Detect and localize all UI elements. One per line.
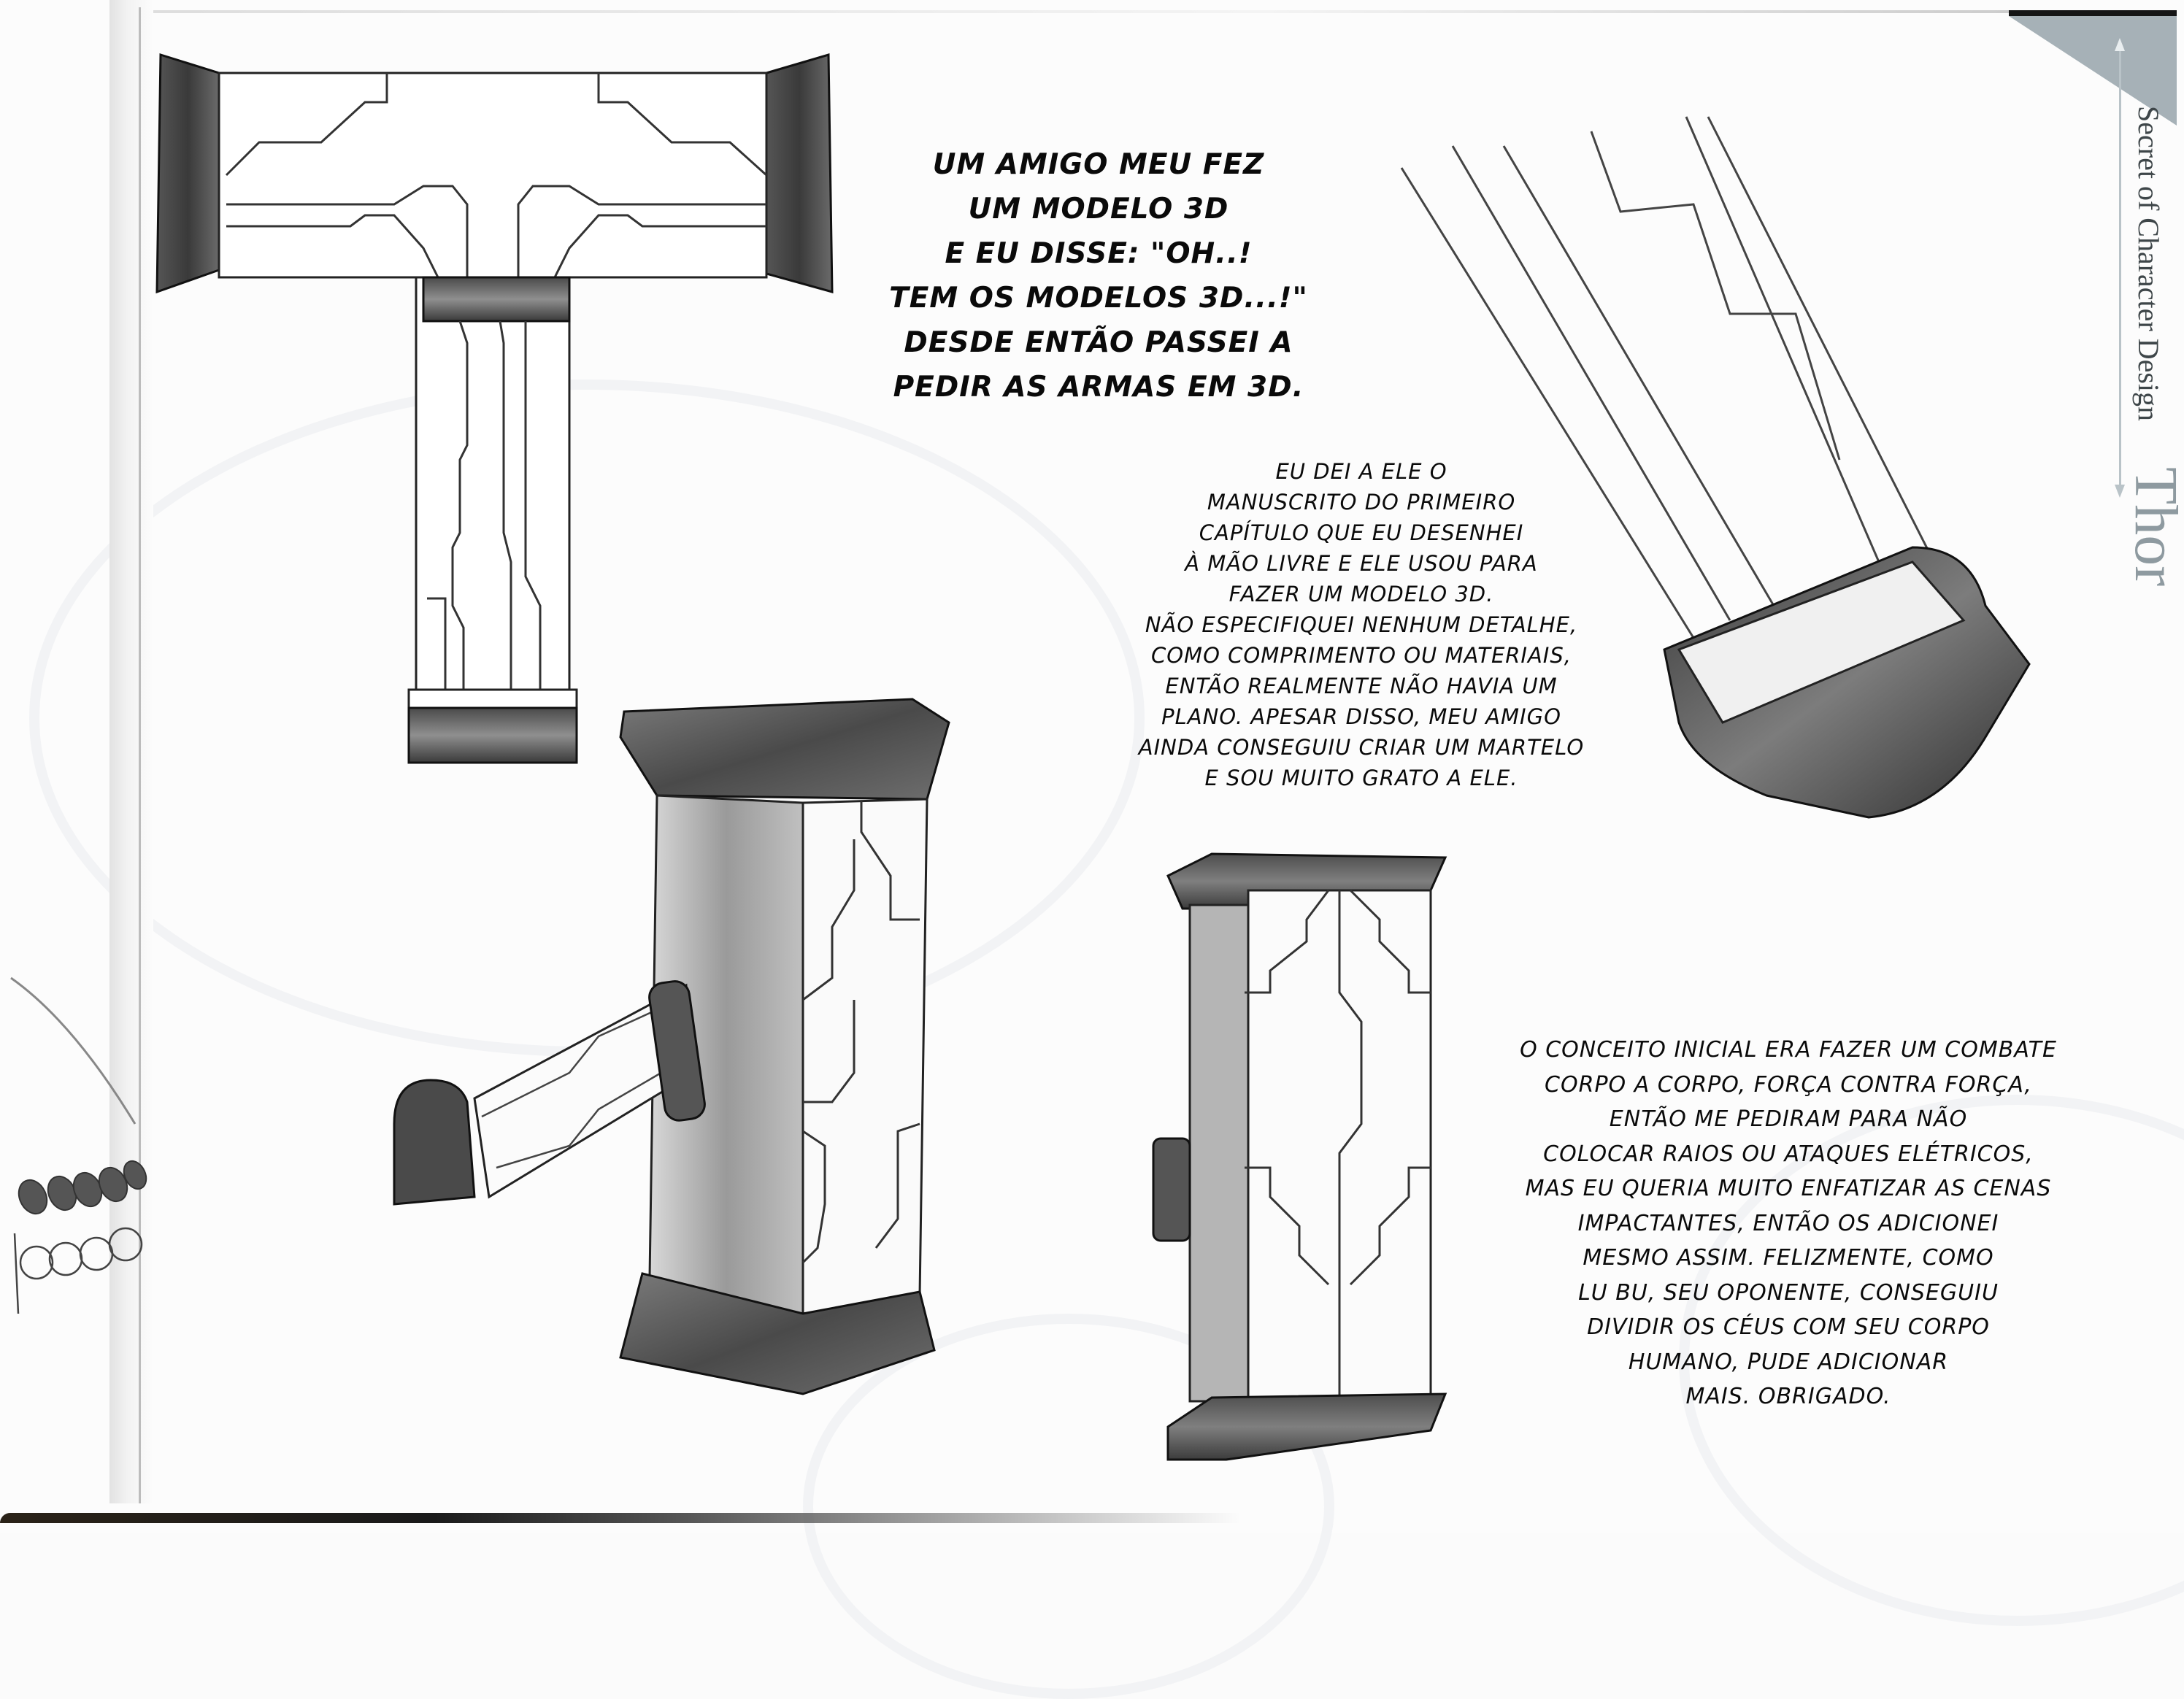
hammer-front-view <box>155 53 834 764</box>
crowd-sketch <box>10 976 147 1314</box>
corner-tab-bar <box>2009 10 2177 16</box>
hammer-perspective-view <box>393 698 950 1395</box>
header-rule-line <box>2119 44 2121 489</box>
caption-manuscript: EU DEI A ELE O MANUSCRITO DO PRIMEIRO CA… <box>1138 459 1585 790</box>
page-top-edge <box>124 10 2022 13</box>
hammer-handle-closeup <box>1400 116 2031 819</box>
hammer-side-view <box>1152 852 1447 1461</box>
arrow-up-icon <box>2115 38 2125 51</box>
caption-3d-model: UM AMIGO MEU FEZ UM MODELO 3D E EU DISSE… <box>889 148 1308 404</box>
book-spine-line <box>139 7 141 1503</box>
book-spine-shadow <box>109 0 153 1503</box>
arrow-down-icon <box>2115 485 2125 498</box>
page-bottom-edge <box>0 1513 1241 1523</box>
caption-concept: O CONCEITO INICIAL ERA FAZER UM COMBATE … <box>1520 1037 2057 1409</box>
series-label: Secret of Character Design <box>2132 106 2165 422</box>
character-name: Thor <box>2122 467 2184 587</box>
